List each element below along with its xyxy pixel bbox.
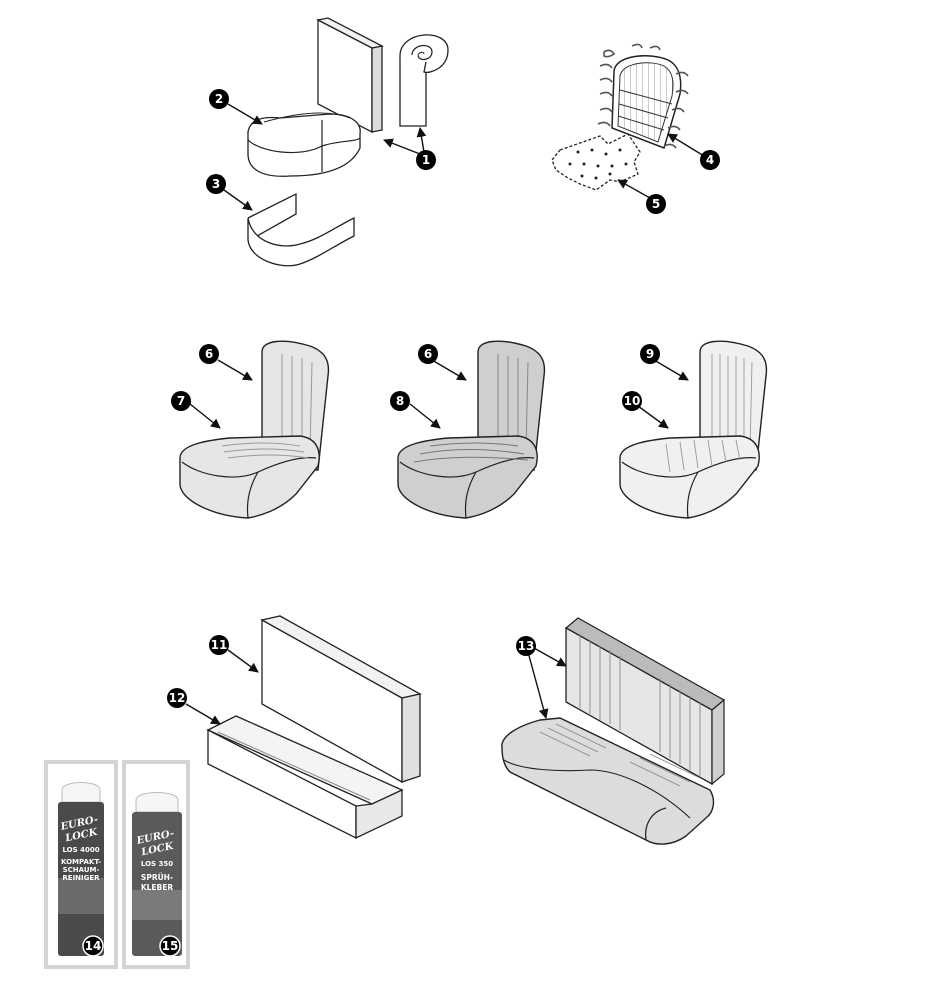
can-14-line-1: KOMPAKT-: [61, 858, 101, 866]
svg-text:11: 11: [211, 638, 228, 652]
bench-seat-foam: [206, 715, 404, 840]
svg-text:8: 8: [396, 394, 404, 408]
callout-14: 14: [82, 935, 104, 957]
callout-15: 15: [159, 935, 181, 957]
callout-9: 9: [640, 344, 660, 364]
svg-text:15: 15: [162, 939, 179, 953]
svg-text:9: 9: [646, 347, 654, 361]
hessian-cloth: [551, 133, 641, 191]
seat-edge-strip: [247, 192, 355, 267]
can-15-line-1: SPRÜH-: [141, 873, 173, 882]
callout-4: 4: [700, 150, 720, 170]
can-15-code: LOS 350: [141, 860, 173, 868]
callout-3: 3: [206, 174, 226, 194]
callout-13: 13: [516, 636, 536, 656]
svg-text:3: 3: [212, 177, 220, 191]
can-14-line-2: SCHAUM-: [63, 866, 100, 874]
callout-7: 7: [171, 391, 191, 411]
bench-seat-cover: [501, 717, 715, 845]
seat-cushion-foam: [247, 112, 361, 177]
svg-text:2: 2: [215, 92, 223, 106]
leader-arrows: [185, 103, 705, 725]
callout-6-b: 6: [418, 344, 438, 364]
backrest-spring-frame: [597, 43, 689, 149]
can-14-line-3: REINIGER: [62, 874, 100, 882]
callout-8: 8: [390, 391, 410, 411]
svg-text:14: 14: [85, 939, 102, 953]
callout-5: 5: [646, 194, 666, 214]
product-15-spray-can: EURO- LOCK LOS 350 SPRÜH- KLEBER: [122, 760, 190, 969]
svg-text:12: 12: [169, 691, 186, 705]
seat-a: [179, 340, 330, 519]
svg-text:4: 4: [706, 153, 714, 167]
callout-11: 11: [209, 635, 229, 655]
callout-6-a: 6: [199, 344, 219, 364]
seat-c: [619, 340, 768, 519]
foam-roll: [399, 34, 449, 127]
svg-text:13: 13: [518, 639, 535, 653]
bench-backrest-foam: [260, 615, 422, 784]
svg-text:6: 6: [424, 347, 432, 361]
product-14-spray-can: EURO- LOCK LOS 4000 KOMPAKT- SCHAUM- REI…: [44, 760, 118, 969]
svg-text:7: 7: [177, 394, 185, 408]
svg-text:10: 10: [624, 394, 641, 408]
can-14-code: LOS 4000: [62, 846, 99, 854]
seat-b: [397, 340, 546, 519]
callout-10: 10: [622, 391, 642, 411]
bench-backrest-cover: [564, 617, 726, 786]
callout-1: 1: [416, 150, 436, 170]
callout-2: 2: [209, 89, 229, 109]
callout-12: 12: [167, 688, 187, 708]
svg-text:6: 6: [205, 347, 213, 361]
svg-text:1: 1: [422, 153, 430, 167]
svg-text:5: 5: [652, 197, 660, 211]
can-15-line-2: KLEBER: [141, 883, 174, 892]
foam-back-panel: [316, 17, 384, 134]
